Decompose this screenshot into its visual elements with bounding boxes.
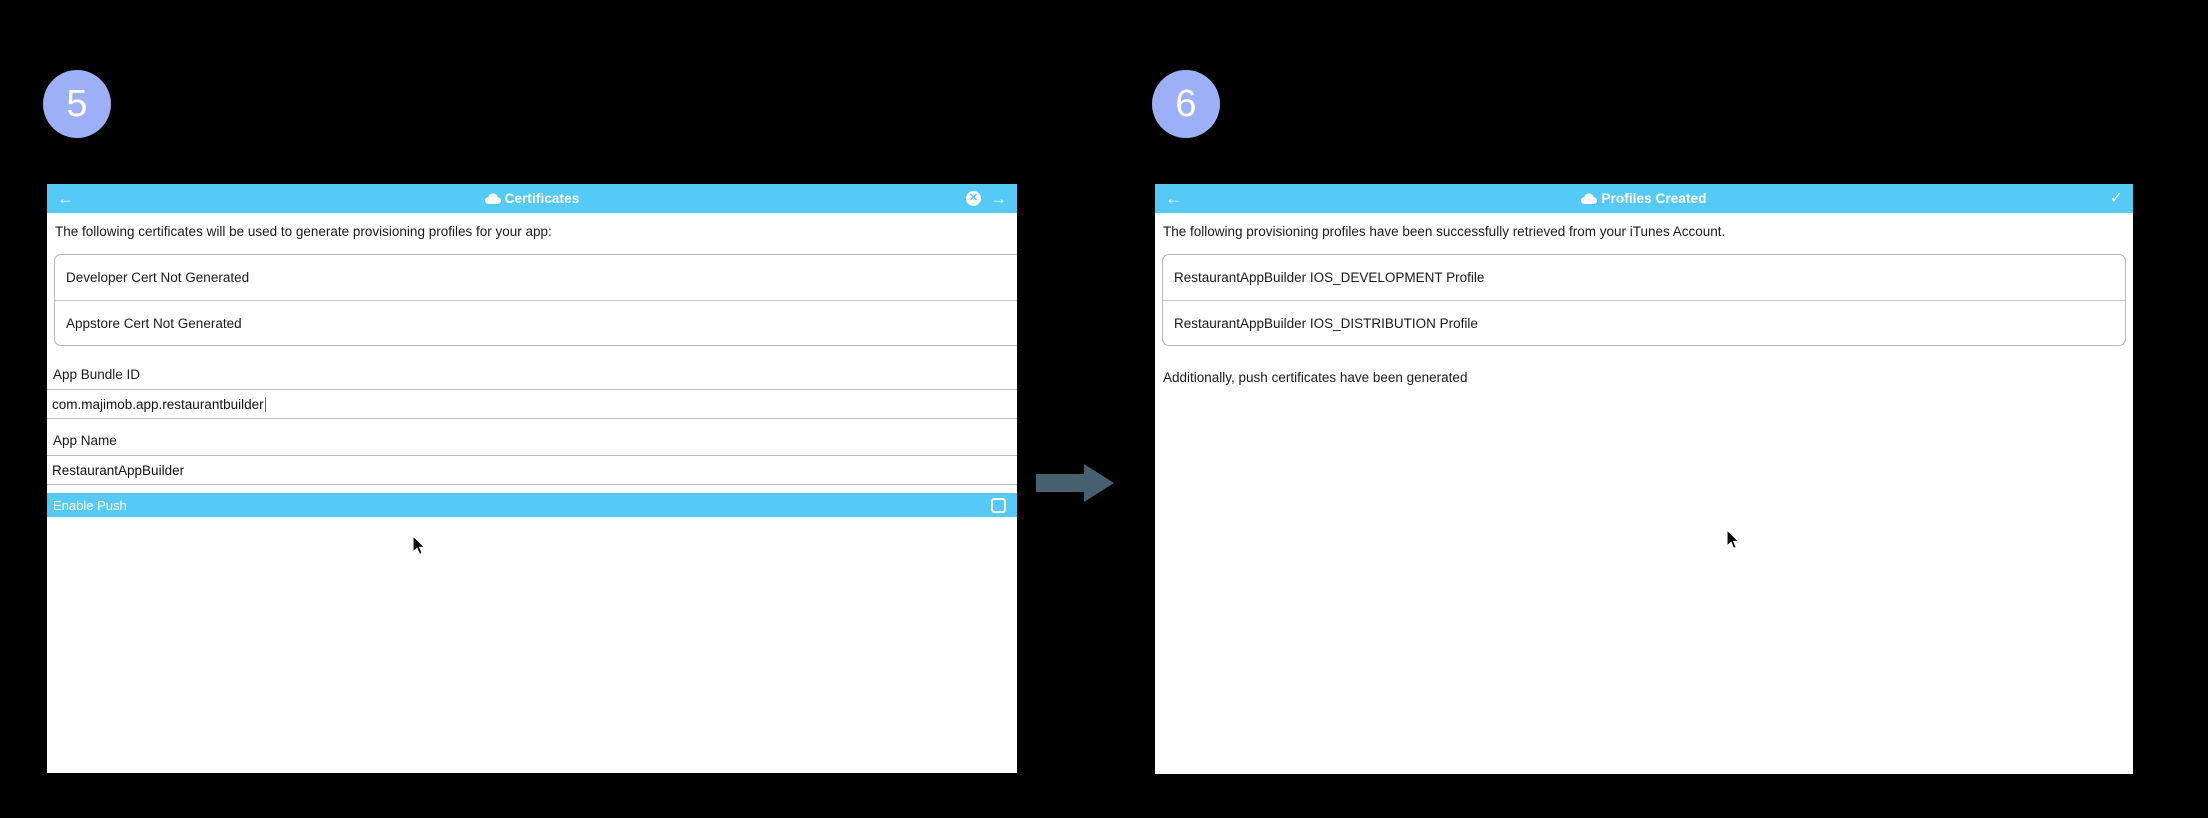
profiles-title-label: Profiles Created bbox=[1601, 191, 1707, 206]
text-caret bbox=[264, 396, 266, 412]
app-name-label: App Name bbox=[53, 433, 117, 449]
profiles-intro-text: The following provisioning profiles have… bbox=[1163, 224, 1726, 239]
list-item[interactable]: Developer Cert Not Generated bbox=[66, 270, 250, 286]
back-arrow-icon[interactable]: ← bbox=[57, 189, 74, 208]
profiles-body: The following provisioning profiles have… bbox=[1155, 213, 2133, 774]
certificates-titlebar-actions: ✕ → bbox=[966, 190, 1007, 207]
profiles-created-panel: ← Profiles Created ✓ The following provi… bbox=[1155, 184, 2133, 774]
app-bundle-id-field[interactable]: com.majimob.app.restaurantbuilder bbox=[47, 389, 1017, 420]
step-badge-5: 5 bbox=[43, 70, 111, 138]
cloud-icon bbox=[1581, 192, 1598, 205]
close-circle-icon[interactable]: ✕ bbox=[966, 191, 981, 206]
certificate-list: Developer Cert Not Generated Appstore Ce… bbox=[54, 254, 1017, 347]
certificates-intro-text: The following certificates will be used … bbox=[55, 224, 552, 239]
profiles-title-group: Profiles Created bbox=[1155, 191, 2133, 206]
list-item[interactable]: RestaurantAppBuilder IOS_DISTRIBUTION Pr… bbox=[1163, 300, 2125, 345]
forward-arrow-icon[interactable]: → bbox=[990, 189, 1007, 208]
enable-push-row[interactable]: Enable Push bbox=[47, 493, 1017, 518]
certificates-panel: ← Certificates ✕ → The following certifi… bbox=[47, 184, 1017, 773]
right-arrow-icon bbox=[1036, 464, 1114, 502]
certificates-title-group: Certificates bbox=[47, 191, 1017, 206]
certificates-body: The following certificates will be used … bbox=[47, 213, 1017, 773]
app-bundle-id-value: com.majimob.app.restaurantbuilder bbox=[52, 396, 264, 412]
step-badge-6: 6 bbox=[1152, 70, 1220, 138]
certificates-titlebar: ← Certificates ✕ → bbox=[47, 184, 1017, 213]
list-item[interactable]: RestaurantAppBuilder IOS_DEVELOPMENT Pro… bbox=[1174, 270, 1485, 286]
cloud-icon bbox=[484, 192, 501, 205]
app-name-value: RestaurantAppBuilder bbox=[52, 462, 185, 478]
list-item[interactable]: Appstore Cert Not Generated bbox=[55, 300, 1017, 345]
enable-push-label: Enable Push bbox=[53, 497, 127, 513]
certificates-title-label: Certificates bbox=[504, 191, 580, 206]
push-certificates-note: Additionally, push certificates have bee… bbox=[1163, 370, 1468, 386]
profiles-titlebar: ← Profiles Created ✓ bbox=[1155, 184, 2133, 213]
app-form: App Bundle ID com.majimob.app.restaurant… bbox=[47, 367, 1017, 518]
enable-push-checkbox[interactable] bbox=[991, 497, 1006, 513]
app-bundle-id-label: App Bundle ID bbox=[53, 367, 141, 383]
app-name-field[interactable]: RestaurantAppBuilder bbox=[47, 455, 1017, 486]
field-spacer bbox=[47, 419, 1017, 433]
checkmark-icon[interactable]: ✓ bbox=[2109, 189, 2123, 207]
back-arrow-icon[interactable]: ← bbox=[1165, 189, 1182, 208]
profiles-titlebar-actions: ✓ bbox=[2109, 189, 2123, 207]
profile-list: RestaurantAppBuilder IOS_DEVELOPMENT Pro… bbox=[1162, 254, 2126, 347]
